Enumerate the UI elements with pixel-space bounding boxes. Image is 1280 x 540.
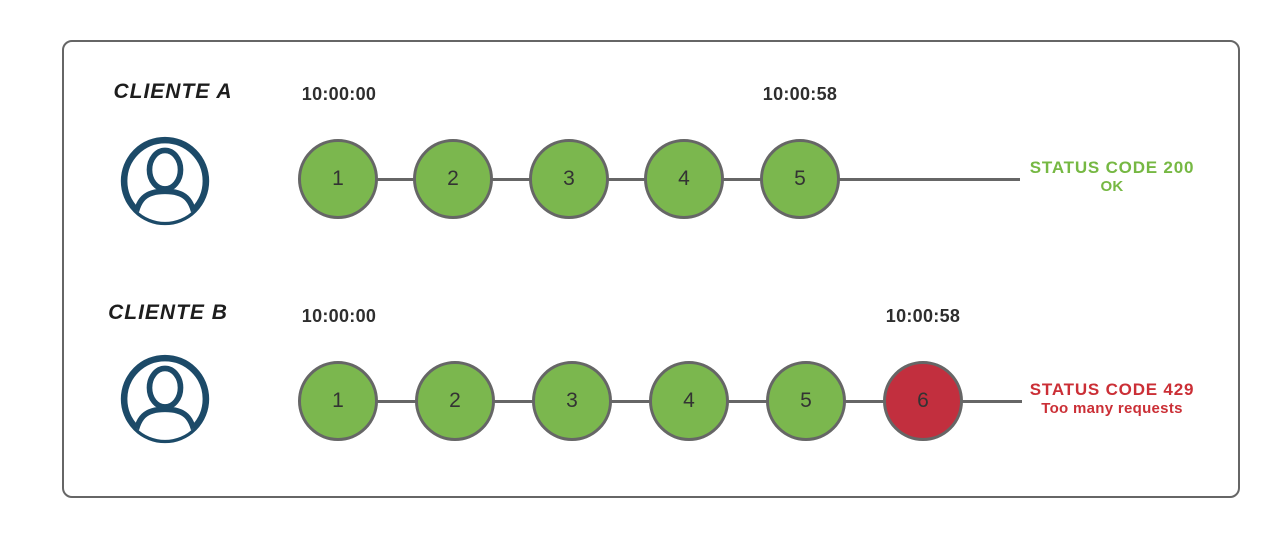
request-node-b5: 5: [766, 361, 846, 441]
request-node-a5: 5: [760, 139, 840, 219]
request-node-b2: 2: [415, 361, 495, 441]
diagram-border-box: [62, 40, 1240, 498]
timestamp-start-a: 10:00:00: [301, 84, 377, 104]
request-node-b6-rejected: 6: [883, 361, 963, 441]
request-node-a3: 3: [529, 139, 609, 219]
status-text-a: STATUS CODE 200 OK: [1022, 157, 1202, 197]
status-message-ok: OK: [1100, 178, 1124, 196]
status-text-b: STATUS CODE 429 Too many requests: [1022, 379, 1202, 419]
request-node-b1: 1: [298, 361, 378, 441]
user-avatar-icon: [120, 354, 210, 444]
status-code-429: STATUS CODE 429: [1029, 380, 1195, 399]
user-avatar-icon: [120, 136, 210, 226]
request-node-a2: 2: [413, 139, 493, 219]
request-node-b3: 3: [532, 361, 612, 441]
client-b-label: CLIENTE B: [108, 301, 228, 324]
timestamp-end-a: 10:00:58: [762, 84, 838, 104]
status-message-too-many-requests: Too many requests: [1041, 400, 1183, 418]
timestamp-end-b: 10:00:58: [885, 306, 961, 326]
status-code-200: STATUS CODE 200: [1029, 158, 1195, 177]
timestamp-start-b: 10:00:00: [301, 306, 377, 326]
request-node-a1: 1: [298, 139, 378, 219]
request-node-a4: 4: [644, 139, 724, 219]
request-node-b4: 4: [649, 361, 729, 441]
client-a-label: CLIENTE A: [113, 80, 233, 103]
